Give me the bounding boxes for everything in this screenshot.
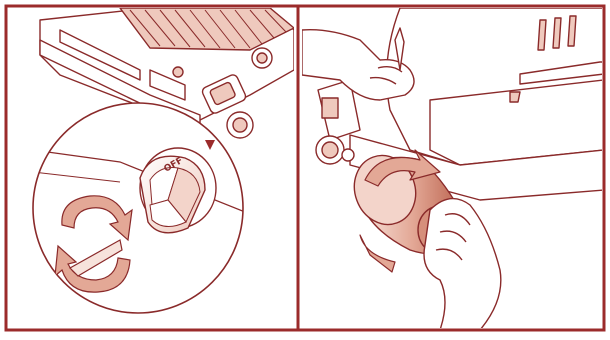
left-panel: OFF [33,8,294,313]
lower-hand [424,199,501,330]
right-panel [302,8,604,330]
